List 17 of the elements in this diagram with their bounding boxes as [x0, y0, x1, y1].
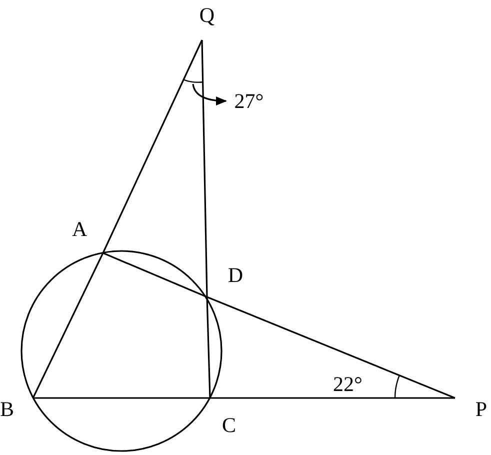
angle-label: 27°	[234, 90, 264, 112]
point-label: C	[222, 414, 236, 436]
line-segment	[102, 252, 208, 298]
line-segment	[201, 40, 208, 298]
line-segment	[206, 296, 456, 399]
point-label: P	[475, 398, 487, 420]
line-segment	[33, 397, 210, 399]
point-label: A	[72, 218, 88, 240]
line-segment	[206, 296, 211, 398]
point-label: D	[228, 264, 243, 286]
point-label: Q	[199, 4, 215, 26]
line-segment	[102, 40, 203, 254]
point-label: B	[0, 398, 14, 420]
line-segment	[210, 397, 455, 399]
line-segment	[32, 252, 104, 398]
angle-label: 22°	[333, 373, 362, 395]
curved-arrow	[192, 84, 228, 106]
